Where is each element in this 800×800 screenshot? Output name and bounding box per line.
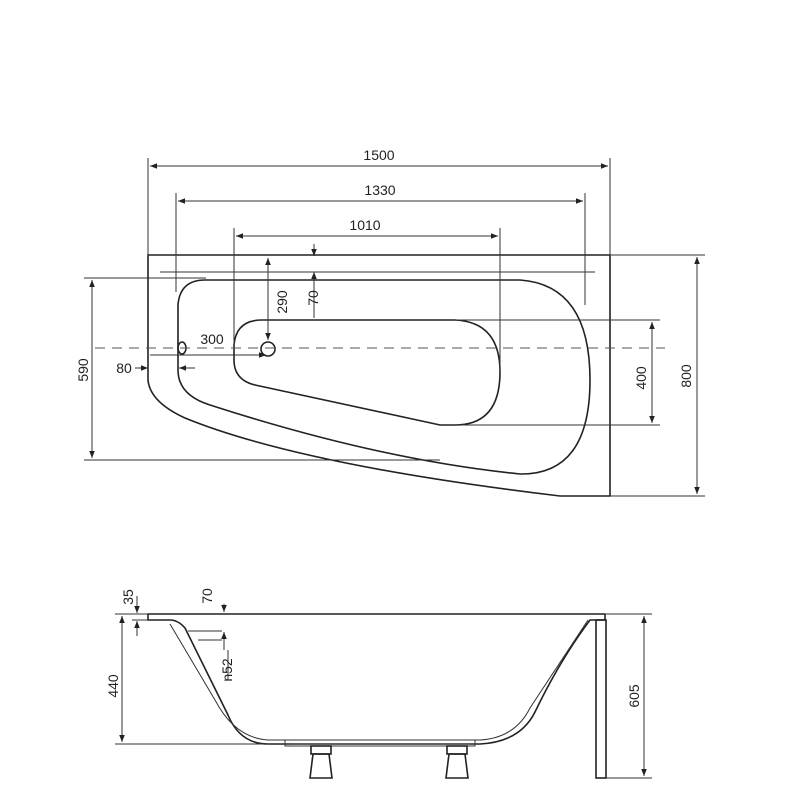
- dim-drain-offset-side: 300: [150, 331, 266, 358]
- dim-basin-width: 400: [455, 319, 660, 426]
- dim-label-1330: 1330: [364, 182, 395, 198]
- dim-label-605: 605: [626, 684, 642, 708]
- dim-label-n52: n52: [219, 658, 235, 682]
- dim-depth: 440: [105, 613, 268, 745]
- dim-label-400: 400: [633, 366, 649, 390]
- dim-overflow-diameter: n52: [219, 650, 235, 682]
- apron-panel: [595, 619, 607, 779]
- top-view: 1500 1330 1010 290 70 300: [75, 147, 705, 497]
- dim-label-300: 300: [200, 331, 224, 347]
- dim-label-1010: 1010: [349, 217, 380, 233]
- dim-basin-offset-top: 70: [305, 244, 321, 318]
- bathtub-outline: [147, 254, 611, 497]
- dim-label-70-top: 70: [305, 290, 321, 306]
- dim-label-440: 440: [105, 674, 121, 698]
- dim-label-590: 590: [75, 358, 91, 382]
- basin: [233, 319, 501, 426]
- dim-label-35: 35: [120, 589, 136, 605]
- foot-left: [309, 745, 333, 779]
- tub-profile: [147, 613, 606, 745]
- dim-basin-length: 1010: [233, 217, 501, 372]
- dim-drain-offset-top: 290: [265, 258, 290, 340]
- dim-total-height: 605: [606, 613, 652, 779]
- dim-length-inner: 1330: [175, 182, 586, 305]
- drain-circle: [260, 341, 276, 357]
- inner-bowl: [177, 279, 591, 475]
- side-view: 35 70 n52 440 605: [105, 588, 652, 779]
- base-frame: [284, 739, 476, 747]
- dim-rim-offset: 70: [199, 588, 227, 650]
- dim-rim-thickness: 35: [120, 589, 148, 636]
- dim-overflow-offset: 80: [116, 360, 195, 376]
- dim-label-80: 80: [116, 360, 132, 376]
- dim-width-inner: 590: [75, 277, 440, 461]
- foot-right: [445, 745, 469, 779]
- dim-label-290: 290: [274, 290, 290, 314]
- dim-label-70-side: 70: [199, 588, 215, 604]
- dim-label-800: 800: [678, 364, 694, 388]
- dim-label-1500: 1500: [363, 147, 394, 163]
- dim-length-total: 1500: [147, 147, 611, 256]
- dim-width-total: 800: [610, 254, 705, 497]
